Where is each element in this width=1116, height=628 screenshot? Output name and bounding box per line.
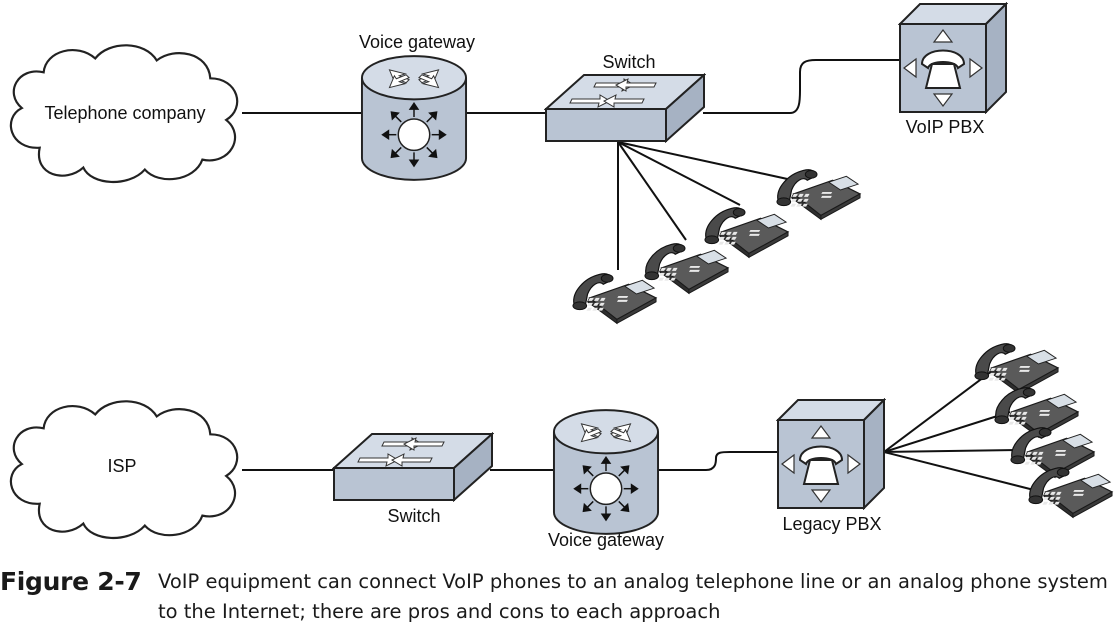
caption-text: VoIP equipment can connect VoIP phones t… bbox=[158, 570, 1108, 623]
link-switch-voip-pbx bbox=[703, 59, 902, 114]
switch-icon bbox=[545, 74, 705, 142]
pbx-icon bbox=[777, 399, 885, 509]
pbx-icon bbox=[899, 3, 1007, 113]
ip-phone-icon bbox=[644, 243, 729, 294]
voice-gateway-label-top: Voice gateway bbox=[359, 32, 475, 52]
telephone-company-label: Telephone company bbox=[44, 103, 205, 123]
ip-phone-icon bbox=[1028, 467, 1113, 518]
router-icon bbox=[360, 55, 468, 181]
link-pbx-phone-1 bbox=[883, 367, 997, 453]
ip-phone-icon bbox=[704, 207, 789, 258]
link-pbx-phone-2 bbox=[883, 411, 1011, 453]
link-gateway-legacy-pbx bbox=[658, 451, 778, 471]
voice-gateway-label-bottom: Voice gateway bbox=[548, 530, 664, 550]
figure-number: Figure 2-7 bbox=[0, 567, 142, 596]
isp-label: ISP bbox=[107, 456, 136, 476]
link-pbx-phone-4 bbox=[883, 451, 1035, 491]
link-switch-phone-2 bbox=[617, 141, 687, 241]
ip-phone-icon bbox=[974, 343, 1059, 394]
switch-label-top: Switch bbox=[602, 52, 655, 72]
ip-phone-icon bbox=[572, 273, 657, 324]
switch-icon bbox=[333, 433, 493, 501]
figure-caption: Figure 2-7 VoIP equipment can connect Vo… bbox=[0, 566, 1116, 628]
link-switch-phone-3 bbox=[617, 141, 741, 206]
switch-label-bottom: Switch bbox=[387, 506, 440, 526]
router-icon bbox=[552, 409, 660, 535]
voip-pbx-label: VoIP PBX bbox=[906, 117, 985, 137]
ip-phone-icon bbox=[776, 169, 861, 220]
link-pbx-phone-3 bbox=[883, 449, 1021, 453]
link-switch-phone-4 bbox=[617, 141, 793, 181]
legacy-pbx-label: Legacy PBX bbox=[782, 514, 881, 534]
network-diagram: Telephone company Voice gateway Switch V… bbox=[9, 3, 1113, 550]
